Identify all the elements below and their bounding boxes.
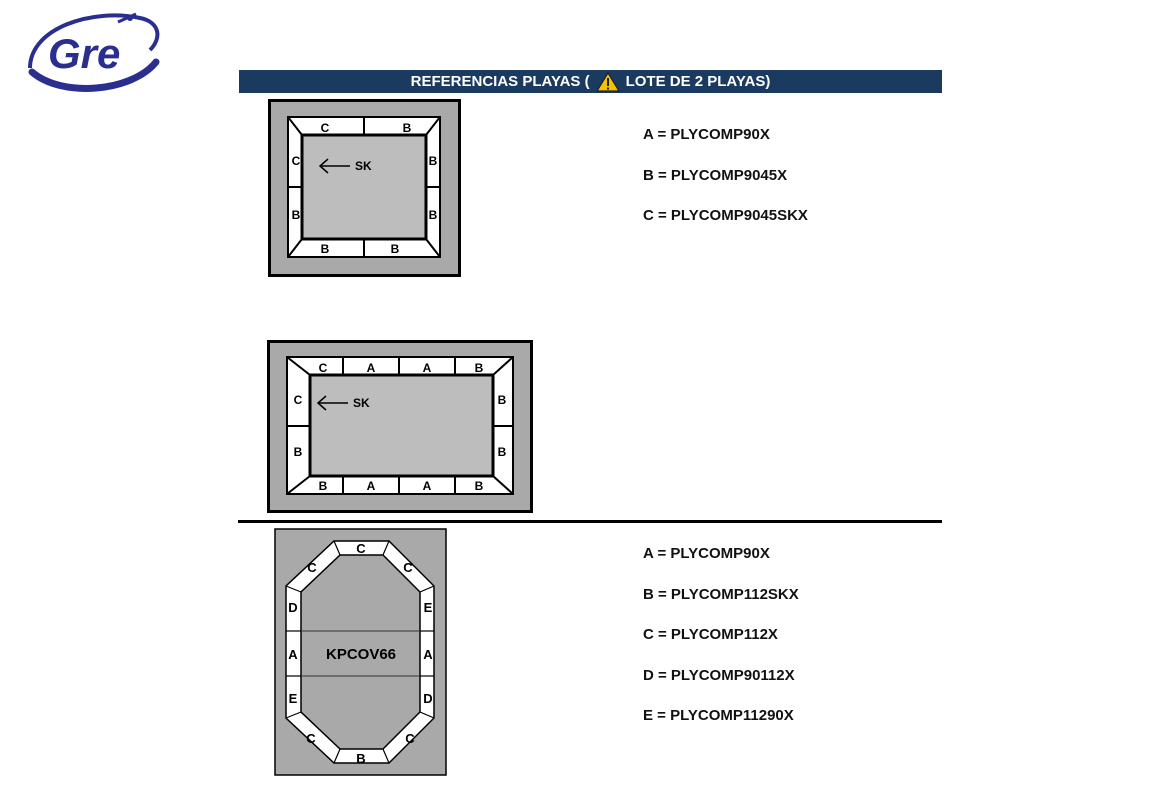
header-suffix: LOTE DE 2 PLAYAS) [625,73,771,90]
d3-lower-right-label: C [405,731,415,746]
legend-2-item-e: E = PLYCOMP11290X [643,707,794,724]
d3-left-label-2: A [288,647,298,662]
d1-left-label-1: C [292,154,301,168]
d3-upper-right-label: C [403,560,413,575]
d2-top-label-3: A [423,361,432,375]
legend-1-item-c: C = PLYCOMP9045SKX [643,207,808,224]
d1-top-label-1: C [321,121,330,135]
d2-bottom-label-2: A [367,479,376,493]
legend-1-item-a: A = PLYCOMP90X [643,126,770,143]
section-divider [238,520,942,523]
d2-top-label-1: C [319,361,328,375]
logo-text: Gre [48,30,120,77]
legend-2-item-d: D = PLYCOMP90112X [643,666,795,684]
d2-top-label-2: A [367,361,376,375]
d3-lower-left-label: C [306,731,316,746]
d1-sk-label: SK [355,159,372,173]
d3-cover-label: KPCOV66 [326,646,396,663]
d3-upper-left-label: C [307,560,317,575]
d1-bottom-label-1: B [321,242,330,256]
d2-top-label-4: B [475,361,484,375]
legend-2-item-c: C = PLYCOMP112X [643,626,778,643]
d3-left-label-1: D [288,600,297,615]
d3-right-label-3: D [423,691,432,706]
d2-bottom-label-3: A [423,479,432,493]
header-prefix: REFERENCIAS PLAYAS ( [410,73,590,90]
d1-top-label-2: B [403,121,412,135]
pool-diagram-2: C A A B B A A B C B B B SK [267,340,534,518]
d3-top-label: C [356,541,366,556]
d3-right-label-2: A [423,647,433,662]
d1-right-label-1: B [429,154,438,168]
d2-right-label-2: B [498,445,507,459]
d1-left-label-2: B [292,208,301,222]
legend-2-item-a: A = PLYCOMP90X [643,545,770,562]
d2-right-label-1: B [498,393,507,407]
gre-logo: Gre [22,8,164,94]
warning-triangle-icon [595,71,620,92]
pool-diagram-1: C B B B C B B B SK [268,99,461,282]
legend-1: A = PLYCOMP90X B = PLYCOMP9045X C = PLYC… [643,125,808,247]
d3-left-label-3: E [289,691,298,706]
pool-diagram-3: C B C C C C D A E E A D KPCOV66 [274,528,447,781]
d2-bottom-label-4: B [475,479,484,493]
skimmer-arrow-icon [316,395,348,411]
legend-1-item-b: B = PLYCOMP9045X [643,166,788,184]
d2-left-label-1: C [294,393,303,407]
skimmer-arrow-icon [318,158,350,174]
d3-right-label-1: E [424,600,433,615]
d2-left-label-2: B [294,445,303,459]
legend-2-item-b: B = PLYCOMP112SKX [643,585,799,603]
d3-bottom-label: B [356,751,365,766]
d2-sk-label: SK [353,396,370,410]
d1-right-label-2: B [429,208,438,222]
header-bar: REFERENCIAS PLAYAS ( LOTE DE 2 PLAYAS) [239,70,942,93]
legend-2: A = PLYCOMP90X B = PLYCOMP112SKX C = PLY… [643,544,799,747]
d1-bottom-label-2: B [391,242,400,256]
d2-bottom-label-1: B [319,479,328,493]
